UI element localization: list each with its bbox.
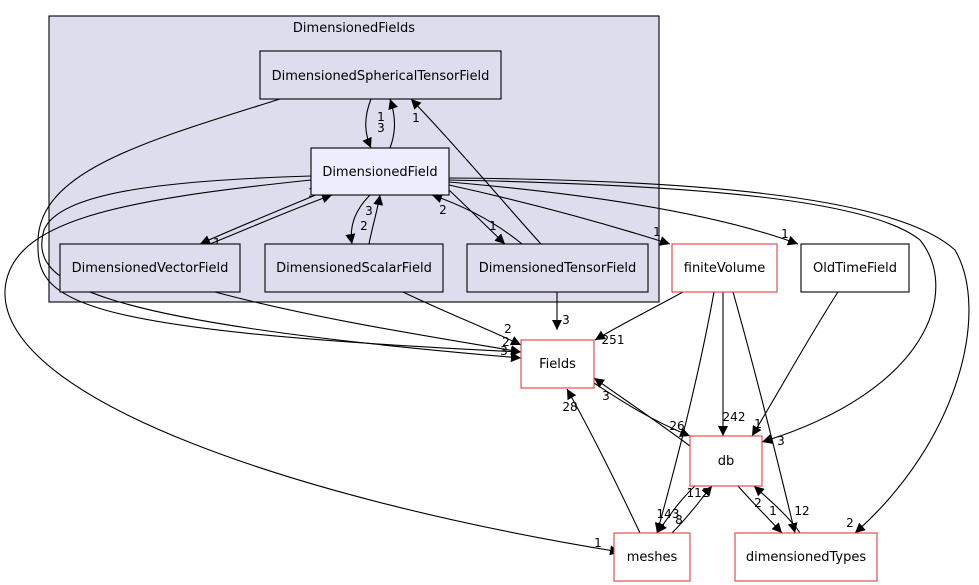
nodes: DimensionedSphericalTensorField Dimensio… [59,50,910,582]
node-label: DimensionedVectorField [72,261,229,276]
edge-field-to-tensor [448,189,506,245]
edge-label: 251 [602,333,625,347]
edge-label: 1 [754,417,762,431]
node-meshes[interactable]: meshes [613,532,691,582]
node-oldtimefield[interactable]: OldTimeField [800,243,910,293]
node-dimensionedfield[interactable]: DimensionedField [310,147,450,196]
node-label: OldTimeField [813,261,897,276]
edge-meshes-to-fields [566,388,641,534]
node-label: DimensionedTensorField [479,261,636,276]
edge-label: 1 [489,219,497,233]
node-dimensionedscalarfield[interactable]: DimensionedScalarField [264,243,444,293]
edge-label: 1 [781,227,789,241]
node-finitevolume[interactable]: finiteVolume [671,243,778,293]
edge-field-to-meshes [4,179,621,556]
edge-label: 12 [794,504,809,518]
node-label: DimensionedScalarField [276,261,432,276]
edge-labels: 1 3 1 3 1 2 3 2 1 1 1 2 3 2 3 251 3 28 2… [213,110,854,550]
node-label: db [718,454,735,469]
edge-field-to-oldtime [448,181,799,246]
edge-scalar-to-field [368,194,384,245]
edge-label: 3 [365,204,373,218]
edge-label: 1 [377,110,385,124]
edge-meshes-to-db [671,485,713,534]
edge-field-to-spherical [388,98,398,149]
edge-label: 2 [504,322,512,336]
edge-label: 1 [769,504,777,518]
edge-scalar-to-fields [402,291,522,346]
cluster-label: DimensionedFields [293,21,415,36]
edge-field-to-db [448,179,937,444]
edge-label: 3 [602,389,610,403]
edge-label: 2 [439,203,447,217]
edge-spherical-to-field [362,98,372,149]
edge-label: 3 [500,344,508,358]
edge-oldtime-to-db [751,291,839,437]
edge-db-to-fields [593,377,691,447]
edge-field-to-fields [41,175,522,363]
edge-label: 143 [657,507,680,521]
node-label: meshes [627,550,678,565]
edge-field-to-dimtypes [448,177,970,534]
edge-vector-to-fields [214,291,522,356]
edge-label: 28 [562,400,577,414]
edge-spherical-to-fields [37,98,522,357]
node-db[interactable]: db [689,435,763,487]
edge-label: 2 [754,496,762,510]
edge-label: 1 [653,225,661,239]
edge-field-to-vector [199,193,319,245]
edge-finitevolume-to-meshes [654,291,715,534]
edge-label: 3 [777,434,785,448]
edge-label: 242 [723,410,746,424]
edge-label: 8 [675,513,683,527]
edge-label: 2 [360,219,368,233]
edge-field-to-scalar [345,194,371,245]
node-label: DimensionedSphericalTensorField [272,69,490,84]
edge-label: 2 [502,335,510,349]
edge-finitevolume-to-dimtypes [732,291,798,534]
node-dimensionedsphericaltensorfield[interactable]: DimensionedSphericalTensorField [259,50,502,100]
edge-label: 3 [562,313,570,327]
edge-fields-to-db [593,382,691,437]
edge-label: 3 [377,121,385,135]
edge-label: 2 [846,516,854,530]
edge-field-to-finitevolume [448,184,671,246]
edge-label: 1 [213,236,221,250]
node-label: Fields [539,357,576,372]
edge-tensor-to-field [431,193,523,245]
node-dimensionedvectorfield[interactable]: DimensionedVectorField [59,243,241,293]
node-dimensionedtensorfield[interactable]: DimensionedTensorField [466,243,649,293]
edge-vector-to-field [209,193,333,245]
edge-dimtypes-to-db [753,485,801,534]
node-label: dimensionedTypes [746,550,866,565]
edge-finitevolume-to-fields [594,291,684,341]
edge-label: 112 [687,486,710,500]
edge-db-to-dimtypes [737,485,783,534]
edge-label: 1 [412,111,420,125]
node-label: DimensionedField [322,165,437,180]
node-label: finiteVolume [684,261,766,276]
node-fields[interactable]: Fields [520,339,595,389]
edges [4,98,970,556]
edge-label: 1 [594,536,602,550]
edge-label: 26 [669,419,684,433]
node-dimensionedtypes[interactable]: dimensionedTypes [734,532,878,582]
edge-db-to-meshes [656,485,696,534]
